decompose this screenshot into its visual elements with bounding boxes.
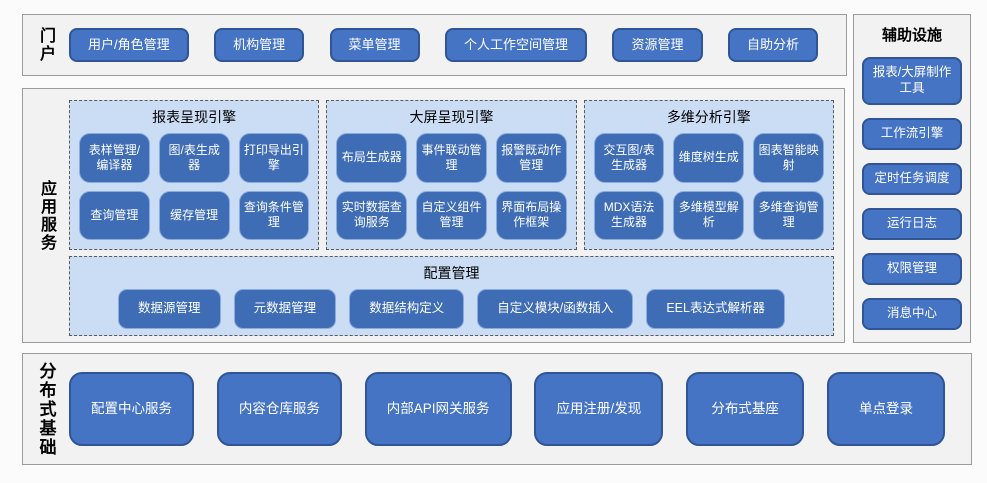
portal-button-menu[interactable]: 菜单管理 (329, 28, 420, 62)
distributed-button-base[interactable]: 分布式基座 (686, 372, 805, 446)
olap-engine-button[interactable]: 维度树生成 (673, 133, 745, 183)
portal-button-user-role[interactable]: 用户/角色管理 (69, 28, 189, 62)
aux-button-report-tools[interactable]: 报表/大屏制作工具 (862, 57, 962, 105)
auxiliary-facilities-section: 辅助设施 报表/大屏制作工具 工作流引擎 定时任务调度 运行日志 权限管理 消息… (853, 14, 971, 343)
distributed-button-config-center[interactable]: 配置中心服务 (69, 372, 194, 446)
report-engine-button[interactable]: 图/表生成器 (158, 133, 230, 183)
config-button-structure[interactable]: 数据结构定义 (349, 289, 465, 329)
aux-button-message-center[interactable]: 消息中心 (862, 298, 962, 330)
bigscreen-engine-panel: 大屏呈现引擎 布局生成器 事件联动管理 报警既动作管理 实时数据查询服务 自定义… (326, 100, 577, 250)
olap-engine-button[interactable]: MDX语法生成器 (593, 190, 665, 240)
bigscreen-engine-button[interactable]: 自定义组件管理 (416, 190, 487, 240)
config-management-panel: 配置管理 数据源管理 元数据管理 数据结构定义 自定义模块/函数插入 EEL表达… (69, 256, 834, 336)
bigscreen-engine-title: 大屏呈现引擎 (409, 109, 494, 125)
config-management-title: 配置管理 (423, 265, 480, 281)
portal-button-row: 用户/角色管理 机构管理 菜单管理 个人工作空间管理 资源管理 自助分析 (67, 15, 846, 75)
olap-engine-button[interactable]: 多维查询管理 (753, 190, 824, 240)
distributed-button-sso[interactable]: 单点登录 (826, 372, 945, 446)
config-button-eel-parser[interactable]: EEL表达式解析器 (646, 289, 785, 329)
report-engine-title: 报表呈现引擎 (152, 109, 237, 125)
report-engine-button[interactable]: 查询条件管理 (238, 190, 310, 240)
report-engine-button[interactable]: 查询管理 (79, 190, 150, 240)
config-button-metadata[interactable]: 元数据管理 (233, 289, 337, 329)
bigscreen-engine-button[interactable]: 布局生成器 (336, 133, 408, 183)
portal-button-workspace[interactable]: 个人工作空间管理 (445, 28, 588, 62)
auxiliary-facilities-title: 辅助设施 (881, 27, 942, 44)
portal-button-resource[interactable]: 资源管理 (612, 28, 703, 62)
engine-panels-row: 报表呈现引擎 表样管理/编译器 图/表生成器 打印导出引擎 查询管理 缓存管理 … (69, 100, 834, 250)
report-engine-button[interactable]: 表样管理/编译器 (79, 133, 150, 183)
distributed-foundation-label: 分布式基础 (36, 361, 56, 457)
portal-section: 门户 用户/角色管理 机构管理 菜单管理 个人工作空间管理 资源管理 自助分析 (22, 14, 847, 76)
distributed-button-app-registry[interactable]: 应用注册/发现 (534, 372, 664, 446)
app-services-section: 应用服务 报表呈现引擎 表样管理/编译器 图/表生成器 打印导出引擎 查询管理 … (22, 88, 845, 343)
bigscreen-engine-grid: 布局生成器 事件联动管理 报警既动作管理 实时数据查询服务 自定义组件管理 界面… (336, 133, 567, 240)
distributed-foundation-section: 分布式基础 配置中心服务 内容仓库服务 内部API网关服务 应用注册/发现 分布… (22, 353, 972, 465)
bigscreen-engine-button[interactable]: 事件联动管理 (416, 133, 487, 183)
portal-button-selfservice[interactable]: 自助分析 (727, 28, 818, 62)
report-engine-panel: 报表呈现引擎 表样管理/编译器 图/表生成器 打印导出引擎 查询管理 缓存管理 … (69, 100, 320, 250)
distributed-button-api-gateway[interactable]: 内部API网关服务 (364, 372, 512, 446)
config-management-row: 数据源管理 元数据管理 数据结构定义 自定义模块/函数插入 EEL表达式解析器 (82, 289, 821, 329)
app-services-section-label: 应用服务 (38, 179, 55, 252)
report-engine-button[interactable]: 打印导出引擎 (238, 133, 310, 183)
aux-button-permissions[interactable]: 权限管理 (862, 253, 962, 285)
config-button-datasource[interactable]: 数据源管理 (118, 289, 221, 329)
olap-engine-button[interactable]: 交互图/表生成器 (593, 133, 665, 183)
report-engine-button[interactable]: 缓存管理 (158, 190, 230, 240)
config-button-custom-module[interactable]: 自定义模块/函数插入 (477, 289, 634, 329)
app-services-content: 报表呈现引擎 表样管理/编译器 图/表生成器 打印导出引擎 查询管理 缓存管理 … (69, 89, 844, 342)
olap-engine-button[interactable]: 多维模型解析 (673, 190, 745, 240)
auxiliary-button-column: 报表/大屏制作工具 工作流引擎 定时任务调度 运行日志 权限管理 消息中心 (854, 57, 970, 330)
olap-engine-panel: 多维分析引擎 交互图/表生成器 维度树生成 图表智能映射 MDX语法生成器 多维… (583, 100, 834, 250)
olap-engine-grid: 交互图/表生成器 维度树生成 图表智能映射 MDX语法生成器 多维模型解析 多维… (593, 133, 824, 240)
bigscreen-engine-button[interactable]: 实时数据查询服务 (336, 190, 408, 240)
aux-button-scheduler[interactable]: 定时任务调度 (862, 163, 962, 195)
bigscreen-engine-button[interactable]: 报警既动作管理 (495, 133, 567, 183)
portal-section-label: 门户 (37, 27, 54, 63)
bigscreen-engine-button[interactable]: 界面布局操作框架 (495, 190, 567, 240)
portal-button-org[interactable]: 机构管理 (214, 28, 305, 62)
distributed-button-content-repo[interactable]: 内容仓库服务 (216, 372, 342, 446)
aux-button-logs[interactable]: 运行日志 (862, 208, 962, 240)
olap-engine-button[interactable]: 图表智能映射 (753, 133, 824, 183)
aux-button-workflow[interactable]: 工作流引擎 (862, 118, 962, 150)
report-engine-grid: 表样管理/编译器 图/表生成器 打印导出引擎 查询管理 缓存管理 查询条件管理 (79, 133, 310, 240)
olap-engine-title: 多维分析引擎 (666, 109, 751, 125)
distributed-button-row: 配置中心服务 内容仓库服务 内部API网关服务 应用注册/发现 分布式基座 单点… (69, 354, 971, 464)
